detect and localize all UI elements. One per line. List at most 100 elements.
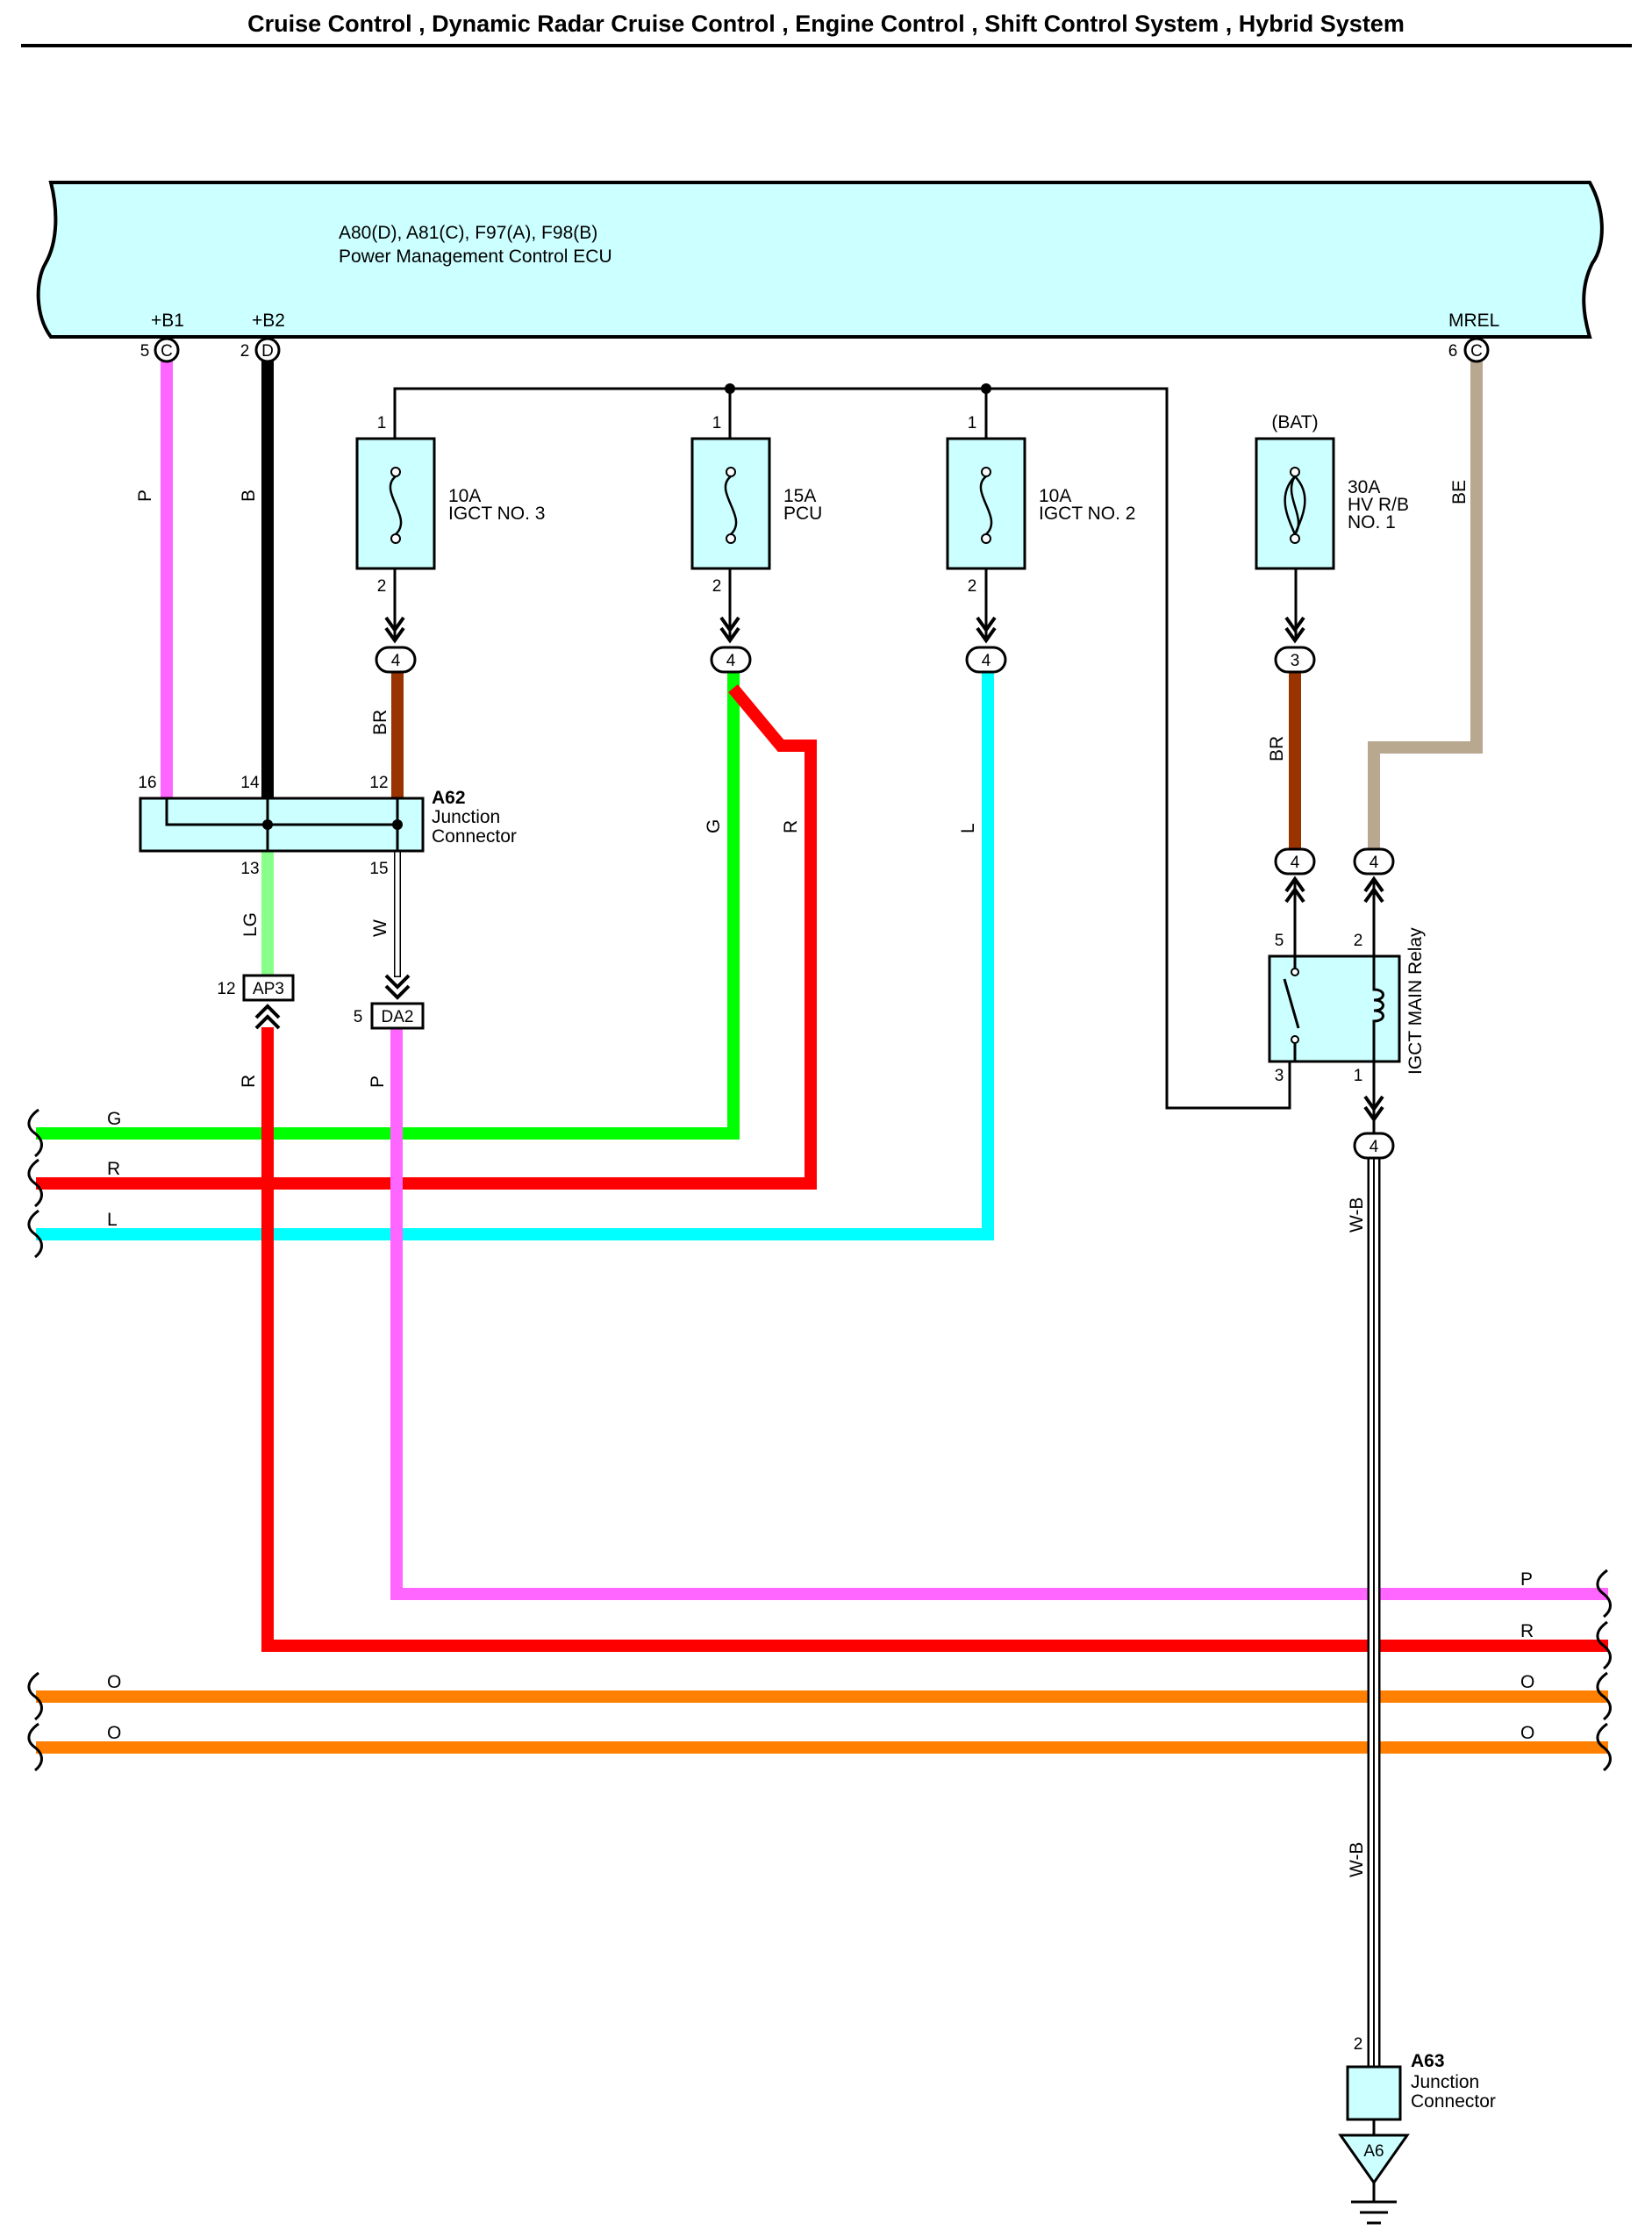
svg-text:DA2: DA2 [382, 1008, 414, 1026]
title-rule [21, 44, 1632, 47]
ecu-connector-b2: D 2 [240, 337, 281, 363]
wire-l-igct2 [36, 668, 994, 1240]
ecu-connector-b1: C 5 [140, 337, 180, 363]
svg-text:IGCT MAIN Relay: IGCT MAIN Relay [1405, 927, 1426, 1075]
wire-label-r-ap3: R [239, 1075, 259, 1088]
wire-label-w-a62: W [370, 919, 390, 937]
wire-label-o-left-1: O [107, 1672, 121, 1692]
wire-label-o-right-2: O [1520, 1723, 1534, 1743]
wire-label-br-hvrb: BR [1267, 736, 1287, 761]
svg-text:10A: 10A [448, 486, 481, 506]
svg-text:A63: A63 [1411, 2051, 1445, 2071]
svg-text:4: 4 [1370, 1138, 1379, 1156]
connector-oval-pcu: 4 [710, 616, 752, 674]
svg-text:3: 3 [1291, 652, 1300, 670]
svg-text:10A: 10A [1039, 486, 1071, 506]
relay-coil [1372, 956, 1384, 1061]
svg-text:4: 4 [1291, 854, 1300, 872]
svg-text:4: 4 [982, 652, 991, 670]
bus-junction-dot [981, 383, 991, 394]
svg-text:A6: A6 [1363, 2142, 1384, 2161]
fuse-pcu: 1 2 15A PCU [690, 414, 822, 596]
ecu-terminal-b1: +B1 [151, 311, 184, 331]
fuse-igct-no3: 1 2 10A IGCT NO. 3 [355, 414, 545, 596]
wire-label-l: L [107, 1210, 118, 1230]
wire-label-wb-1: W-B [1347, 1197, 1367, 1233]
wire-label-lg-a62: LG [240, 912, 261, 937]
svg-text:2: 2 [377, 577, 387, 596]
svg-text:13: 13 [240, 860, 259, 878]
wire-label-p-right: P [1520, 1569, 1533, 1590]
svg-text:IGCT NO. 3: IGCT NO. 3 [448, 504, 545, 524]
svg-text:Connector: Connector [432, 826, 517, 847]
ecu-terminal-b2: +B2 [252, 311, 285, 331]
svg-text:2: 2 [712, 577, 722, 596]
power-management-ecu: A80(D), A81(C), F97(A), F98(B) Power Man… [36, 181, 1604, 339]
relay-connector-right: 4 [1353, 847, 1395, 904]
fuse-igct-no2: 1 2 10A IGCT NO. 2 [946, 414, 1135, 596]
ecu-body [36, 181, 1604, 339]
svg-text:HV R/B: HV R/B [1348, 495, 1409, 515]
wire-label-p-da2: P [368, 1076, 388, 1088]
svg-text:2: 2 [1354, 932, 1363, 950]
svg-text:1: 1 [377, 414, 387, 432]
bus-junction-dot [725, 383, 735, 394]
svg-text:15A: 15A [783, 486, 816, 506]
svg-text:5: 5 [1275, 932, 1284, 950]
svg-text:15: 15 [369, 860, 388, 878]
svg-text:6: 6 [1448, 342, 1458, 361]
svg-text:(BAT): (BAT) [1271, 412, 1318, 432]
svg-text:C: C [161, 342, 173, 361]
connector-ap3: AP3 12 [217, 974, 295, 1030]
wire-label-r-right: R [1520, 1621, 1534, 1641]
svg-text:2: 2 [1354, 2035, 1363, 2054]
svg-text:5: 5 [354, 1008, 363, 1026]
wire-label-o-left-2: O [107, 1723, 121, 1743]
igct-main-relay: 4 4 5 2 3 1 IGCT MAIN Relay 4 [1268, 847, 1426, 1160]
connector-oval-hvrb: 3 [1274, 616, 1316, 674]
wire-label-o-right-1: O [1520, 1672, 1534, 1692]
svg-text:C: C [1470, 342, 1483, 361]
svg-text:3: 3 [1275, 1067, 1284, 1085]
wire-label-p-b1: P [135, 490, 155, 502]
wire-label-g: G [107, 1109, 121, 1129]
svg-text:1: 1 [712, 414, 722, 432]
svg-text:2: 2 [968, 577, 977, 596]
junction-connector-a62: 16 14 12 13 15 A62 Junction Connector [138, 774, 516, 878]
wire-r-ap3 [261, 1027, 1608, 1652]
ground-a6: A6 [1338, 2133, 1410, 2225]
wire-label-wb-2: W-B [1347, 1842, 1367, 1877]
relay-connector-bottom: 4 [1353, 1095, 1395, 1160]
svg-text:16: 16 [138, 774, 156, 792]
svg-text:Junction: Junction [1411, 2072, 1479, 2092]
svg-text:1: 1 [968, 414, 977, 432]
svg-text:5: 5 [140, 342, 150, 361]
svg-text:14: 14 [240, 774, 260, 792]
ecu-name: Power Management Control ECU [339, 247, 612, 267]
wire-break-left [27, 1108, 43, 1772]
svg-text:Connector: Connector [1411, 2091, 1496, 2112]
svg-text:12: 12 [217, 980, 235, 998]
svg-text:30A: 30A [1348, 477, 1380, 497]
ground-icon [1351, 2183, 1397, 2225]
svg-text:PCU: PCU [783, 504, 822, 524]
svg-text:NO. 1: NO. 1 [1348, 512, 1396, 532]
connector-oval-igct2: 4 [965, 616, 1007, 674]
wire-label-g-pcu: G [704, 819, 724, 833]
wire-label-b-b2: B [239, 490, 259, 502]
wire-g-pcu [36, 668, 740, 1140]
wire-p-da2 [390, 1027, 1608, 1600]
svg-text:D: D [261, 342, 274, 361]
wire-break-right [1596, 1569, 1612, 1772]
ecu-terminal-mrel: MREL [1448, 311, 1499, 331]
svg-text:4: 4 [391, 652, 401, 670]
wire-label-r-pcu: R [781, 820, 801, 833]
svg-text:AP3: AP3 [253, 980, 284, 998]
svg-text:IGCT NO. 2: IGCT NO. 2 [1039, 504, 1135, 524]
wire-label-be-mrel: BE [1449, 480, 1470, 504]
wire-label-br-1: BR [370, 710, 390, 735]
wire-r-pcu [36, 684, 817, 1190]
ecu-connector-mrel: C 6 [1448, 337, 1490, 363]
relay-connector-left: 4 [1274, 847, 1316, 904]
